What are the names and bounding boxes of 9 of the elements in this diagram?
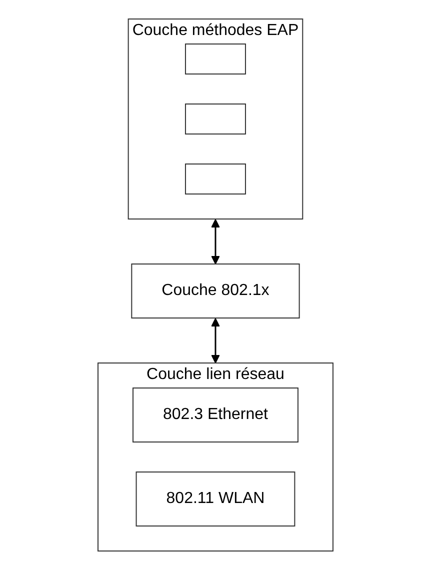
cluster: Couche méthodes EAP [127,18,303,219]
node-box: 802.11 WLAN [135,471,295,526]
node-box [184,163,246,194]
arrow [210,318,220,363]
node-box [184,43,246,74]
node-box: 802.3 Ethernet [132,387,298,442]
node-box [184,103,246,134]
node-box: Couche 802.1x [130,263,300,318]
arrow [210,218,220,264]
